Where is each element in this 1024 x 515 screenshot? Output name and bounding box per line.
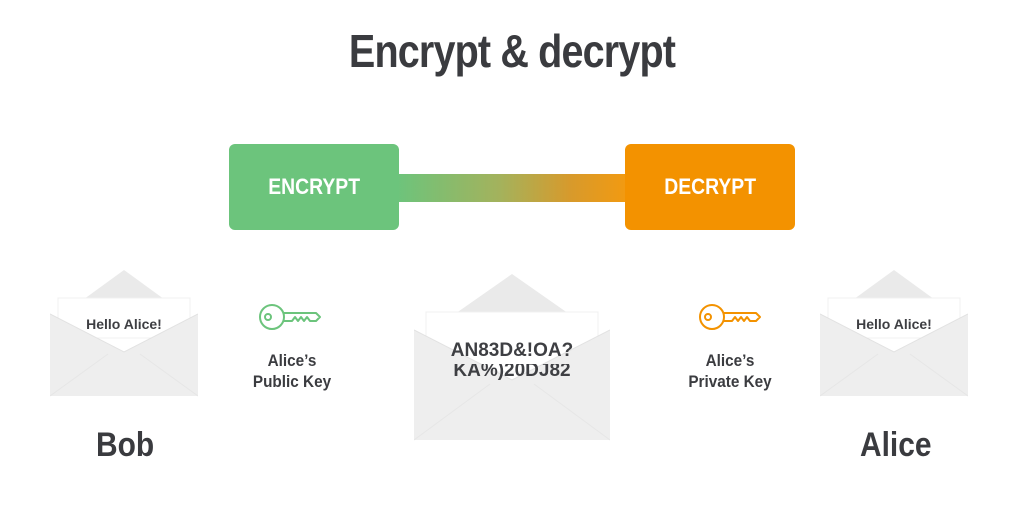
public-key-label: Alice’s Public Key (252, 351, 332, 391)
cipher-envelope: AN83D&!OA? KA%)20DJ82 (414, 272, 610, 442)
receiver-name: Alice (860, 426, 932, 464)
sender-name: Bob (96, 426, 155, 464)
bob-envelope: Hello Alice! (50, 268, 198, 398)
envelope-message: Hello Alice! (86, 316, 162, 332)
envelope-icon (820, 270, 968, 397)
envelope-icon (414, 274, 610, 441)
encrypt-label: ENCRYPT (268, 174, 360, 199)
alice-envelope: Hello Alice! (820, 268, 968, 398)
decrypt-label: DECRYPT (664, 174, 756, 199)
cipher-text-line-1: AN83D&!OA? (450, 340, 574, 361)
envelope-icon (50, 270, 198, 397)
private-key-label: Alice’s Private Key (688, 351, 772, 391)
encrypt-box: ENCRYPT (229, 144, 399, 230)
public-key-icon (258, 302, 322, 337)
cipher-text-line-2: KA%)20DJ82 (453, 364, 571, 380)
page-title: Encrypt & decrypt (348, 25, 676, 77)
envelope-message: Hello Alice! (856, 316, 932, 332)
decrypt-box: DECRYPT (625, 144, 795, 230)
gradient-connector (396, 174, 628, 202)
private-key-icon (698, 302, 762, 337)
